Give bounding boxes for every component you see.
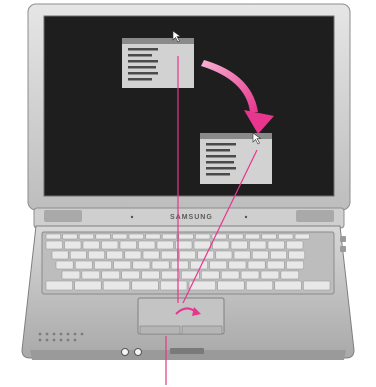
keyboard-key (94, 261, 111, 269)
keyboard-key (229, 261, 246, 269)
keyboard-key (103, 281, 130, 290)
keyboard-key (229, 234, 244, 239)
keyboard-key (102, 241, 119, 249)
keyboard-key (56, 261, 73, 269)
keyboard-key (162, 271, 180, 279)
keyboard-key (161, 251, 177, 259)
keyboard-key (270, 251, 286, 259)
keyboard-key (114, 261, 131, 269)
keyboard-key (133, 261, 150, 269)
touchpad-right-button (182, 326, 222, 334)
keyboard-key (88, 251, 104, 259)
keyboard-key (122, 271, 140, 279)
keyboard-key (275, 281, 302, 290)
keyboard-key (267, 261, 284, 269)
keyboard-key (142, 271, 160, 279)
keyboard-key (120, 241, 137, 249)
keyboard-key (62, 271, 80, 279)
keyboard-key (303, 281, 330, 290)
keyboard-key (234, 251, 250, 259)
keyboard-key (278, 234, 293, 239)
keyboard-key (195, 234, 210, 239)
keyboard-key (75, 281, 102, 290)
keyboard-key (287, 241, 304, 249)
keyboard-key (75, 261, 92, 269)
keyboard-key (107, 251, 123, 259)
keyboard-key (46, 234, 61, 239)
keyboard-key (218, 281, 245, 290)
keyboard-key (194, 241, 211, 249)
keyboard-key (286, 261, 303, 269)
keyboard-key (160, 281, 187, 290)
brand-logo: SAMSUNG (170, 214, 213, 221)
keyboard-key (125, 251, 141, 259)
keyboard-key (250, 241, 267, 249)
keyboard-key (261, 271, 279, 279)
keyboard-key (231, 241, 248, 249)
keyboard-key (252, 251, 268, 259)
keyboard-key (70, 251, 86, 259)
keyboard-key (201, 271, 219, 279)
touchpad-left-button (140, 326, 180, 334)
keyboard-key (65, 241, 82, 249)
keyboard-key (139, 241, 156, 249)
keyboard-key (46, 281, 73, 290)
keyboard-key (157, 241, 174, 249)
keyboard-key (82, 271, 100, 279)
keyboard-key (248, 261, 265, 269)
keyboard-key (52, 251, 68, 259)
keyboard-key (295, 234, 310, 239)
keyboard-key (171, 261, 188, 269)
keyboard-key (281, 271, 299, 279)
keyboard-key (210, 261, 227, 269)
keyboard-key (152, 261, 169, 269)
keyboard-key (179, 234, 194, 239)
keyboard-key (245, 234, 260, 239)
laptop-hinge: SAMSUNG (34, 208, 344, 228)
keyboard-key (112, 234, 127, 239)
keyboard-key (79, 234, 94, 239)
keyboard-key (241, 271, 259, 279)
keyboard-key (162, 234, 177, 239)
keyboard-key (268, 241, 285, 249)
keyboard-key (179, 251, 195, 259)
keyboard-key (262, 234, 277, 239)
keyboard-key (132, 281, 159, 290)
keyboard-key (221, 271, 239, 279)
keyboard-key (246, 281, 273, 290)
keyboard-key (143, 251, 159, 259)
window-original (122, 38, 194, 88)
laptop-lid (28, 4, 350, 210)
window-moved (200, 133, 272, 184)
keyboard-key (83, 241, 100, 249)
keyboard-key (96, 234, 111, 239)
keyboard-key (289, 251, 305, 259)
keyboard-key (146, 234, 161, 239)
keyboard-key (63, 234, 78, 239)
keyboard-key (216, 251, 232, 259)
keyboard-key (190, 261, 207, 269)
keyboard-key (46, 241, 63, 249)
keyboard-key (213, 241, 230, 249)
keyboard-key (129, 234, 144, 239)
keyboard-key (102, 271, 120, 279)
